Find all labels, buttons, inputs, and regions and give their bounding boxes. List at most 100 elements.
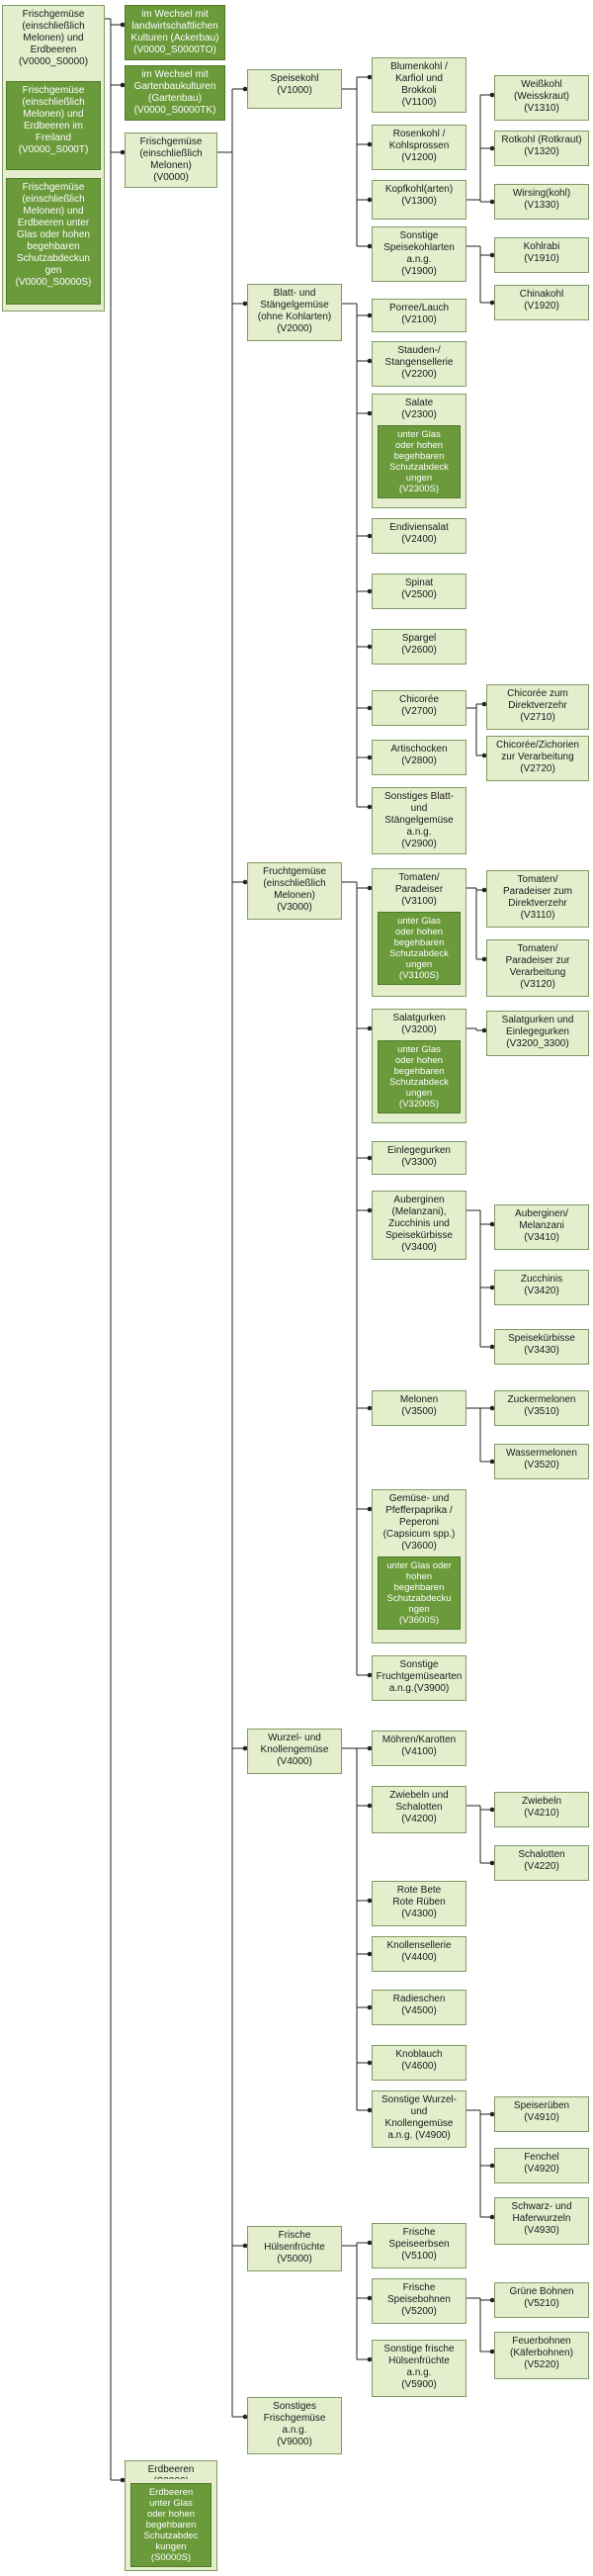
connector-dot	[489, 2214, 495, 2220]
node-v4300[interactable]: Rote Bete Rote Rüben (V4300)	[372, 1881, 466, 1926]
node-v2720-label: Chicorée/Zichorien zur Verarbeitung (V27…	[496, 740, 579, 774]
node-v3100[interactable]: Tomaten/ Paradeiser (V3100)unter Glas od…	[372, 868, 466, 997]
node-root-glas[interactable]: Frischgemüse (einschließlich Melonen) un…	[6, 178, 101, 305]
node-v3510[interactable]: Zuckermelonen (V3510)	[494, 1390, 589, 1426]
connector-dot	[120, 82, 126, 88]
connector-dot	[242, 2243, 248, 2249]
node-v2300[interactable]: Salate (V2300)unter Glas oder hohen bege…	[372, 394, 466, 508]
node-v4210-label: Zwiebeln (V4210)	[521, 1796, 562, 1819]
node-v2500[interactable]: Spinat (V2500)	[372, 574, 466, 609]
node-wechsel-garten[interactable]: im Wechsel mit Gartenbaukulturen (Garten…	[125, 65, 225, 121]
node-v4200[interactable]: Zwiebeln und Schalotten (V4200)	[372, 1786, 466, 1833]
node-v1330[interactable]: Wirsing(kohl) (V1330)	[494, 184, 589, 220]
node-v0000[interactable]: Frischgemüse (einschließlich Melonen) (V…	[125, 133, 217, 188]
connector-dot	[489, 1405, 495, 1411]
node-v3300[interactable]: Einlegegurken (V3300)	[372, 1141, 466, 1175]
node-v4100[interactable]: Möhren/Karotten (V4100)	[372, 1731, 466, 1766]
node-v2900[interactable]: Sonstiges Blatt- und Stängelgemüse a.n.g…	[372, 787, 466, 854]
node-v3600[interactable]: Gemüse- und Pfefferpaprika / Peperoni (C…	[372, 1489, 466, 1643]
connector-dot	[120, 149, 126, 155]
node-v4500[interactable]: Radieschen (V4500)	[372, 1990, 466, 2025]
node-v3400[interactable]: Auberginen (Melanzani), Zucchinis und Sp…	[372, 1191, 466, 1260]
node-v1100[interactable]: Blumenkohl / Karfiol und Brokkoli (V1100…	[372, 57, 466, 113]
node-v3120[interactable]: Tomaten/ Paradeiser zur Verarbeitung (V3…	[486, 939, 589, 997]
node-v5900[interactable]: Sonstige frische Hülsenfrüchte a.n.g. (V…	[372, 2340, 466, 2397]
node-v4920-label: Fenchel (V4920)	[524, 2152, 559, 2175]
node-wechsel-garten-label: im Wechsel mit Gartenbaukulturen (Garten…	[133, 69, 216, 116]
node-v3520[interactable]: Wassermelonen (V3520)	[494, 1444, 589, 1479]
node-v5000-label: Frische Hülsenfrüchte (V5000)	[264, 2230, 325, 2265]
connector-dot	[367, 1506, 373, 1512]
node-v4400[interactable]: Knollensellerie (V4400)	[372, 1936, 466, 1972]
node-wechsel-acker[interactable]: im Wechsel mit landwirtschaftlichen Kult…	[125, 5, 225, 60]
node-v2000[interactable]: Blatt- und Stängelgemüse (ohne Kohlarten…	[247, 284, 342, 341]
node-v1320[interactable]: Rotkohl (Rotkraut) (V1320)	[494, 131, 589, 166]
node-v4900[interactable]: Sonstige Wurzel- und Knollengemüse a.n.g…	[372, 2090, 466, 2148]
node-v4200-label: Zwiebeln und Schalotten (V4200)	[389, 1790, 449, 1824]
node-v4210[interactable]: Zwiebeln (V4210)	[494, 1792, 589, 1827]
connector-dot	[367, 588, 373, 594]
connector-dot	[481, 887, 487, 893]
node-v4900-label: Sonstige Wurzel- und Knollengemüse a.n.g…	[381, 2094, 457, 2141]
connector-dot	[481, 701, 487, 707]
node-v1200[interactable]: Rosenkohl / Kohlsprossen (V1200)	[372, 125, 466, 170]
node-v5000[interactable]: Frische Hülsenfrüchte (V5000)	[247, 2226, 342, 2271]
node-v3500-label: Melonen (V3500)	[399, 1394, 439, 1417]
node-v1920[interactable]: Chinakohl (V1920)	[494, 285, 589, 320]
connector-dot	[367, 141, 373, 147]
node-v3900[interactable]: Sonstige Fruchtgemüsearten a.n.g.(V3900)	[372, 1655, 466, 1701]
node-v2710-label: Chicorée zum Direktverzehr (V2710)	[507, 688, 568, 723]
node-v4220[interactable]: Schalotten (V4220)	[494, 1845, 589, 1881]
node-v3410-label: Auberginen/ Melanzani (V3410)	[515, 1208, 568, 1243]
node-v2200-stauden[interactable]: Stauden-/ Stangensellerie (V2200)	[372, 341, 466, 387]
connector-dot	[367, 644, 373, 650]
node-v2400-label: Endiviensalat (V2400)	[389, 522, 449, 545]
node-v2200-stauden-label: Stauden-/ Stangensellerie (V2200)	[384, 345, 454, 380]
node-v3500[interactable]: Melonen (V3500)	[372, 1390, 466, 1426]
node-v5100[interactable]: Frische Speiseerbsen (V5100)	[372, 2223, 466, 2268]
node-v2710[interactable]: Chicorée zum Direktverzehr (V2710)	[486, 684, 589, 730]
node-v3200[interactable]: Salatgurken (V3200)unter Glas oder hohen…	[372, 1009, 466, 1123]
node-v3410[interactable]: Auberginen/ Melanzani (V3410)	[494, 1204, 589, 1250]
connector-dot	[242, 86, 248, 92]
node-v1300[interactable]: Kopfkohl(arten) (V1300)	[372, 180, 466, 220]
node-v2400[interactable]: Endiviensalat (V2400)	[372, 518, 466, 554]
node-v5210[interactable]: Grüne Bohnen (V5210)	[494, 2282, 589, 2318]
node-s0000[interactable]: Erdbeeren (S0000) Erdbeeren unter Glas o…	[125, 2460, 217, 2571]
node-v3200-3300[interactable]: Salatgurken und Einlegegurken (V3200_330…	[486, 1011, 589, 1056]
node-v1300-label: Kopfkohl(arten) (V1300)	[384, 184, 454, 207]
connector-dot	[242, 879, 248, 885]
node-v4000[interactable]: Wurzel- und Knollengemüse (V4000)	[247, 1729, 342, 1774]
node-v4930[interactable]: Schwarz- und Haferwurzeln (V4930)	[494, 2197, 589, 2245]
connector-dot	[489, 2349, 495, 2354]
connector-dot	[367, 804, 373, 810]
node-v1000[interactable]: Speisekohl (V1000)	[247, 69, 342, 109]
connector-dot	[489, 1285, 495, 1290]
node-v3000[interactable]: Fruchtgemüse (einschließlich Melonen) (V…	[247, 862, 342, 920]
node-v1900[interactable]: Sonstige Speisekohlarten a.n.g. (V1900)	[372, 226, 466, 282]
node-v2600[interactable]: Spargel (V2600)	[372, 629, 466, 665]
node-v2720[interactable]: Chicorée/Zichorien zur Verarbeitung (V27…	[486, 736, 589, 781]
connector-dot	[367, 74, 373, 80]
node-v3110[interactable]: Tomaten/ Paradeiser zum Direktverzehr (V…	[486, 870, 589, 928]
node-v4600[interactable]: Knoblauch (V4600)	[372, 2045, 466, 2081]
node-v1910[interactable]: Kohlrabi (V1910)	[494, 237, 589, 273]
node-v2800[interactable]: Artischocken (V2800)	[372, 740, 466, 775]
node-v5200[interactable]: Frische Speisebohnen (V5200)	[372, 2278, 466, 2324]
node-v4910[interactable]: Speiserüben (V4910)	[494, 2096, 589, 2132]
node-v4400-label: Knollensellerie (V4400)	[386, 1940, 452, 1963]
connector-dot	[242, 2414, 248, 2420]
node-v4220-label: Schalotten (V4220)	[518, 1849, 565, 1872]
node-v2700[interactable]: Chicorée (V2700)	[372, 690, 466, 726]
node-v9000[interactable]: Sonstiges Frischgemüse a.n.g. (V9000)	[247, 2397, 342, 2454]
connector-dot	[367, 1745, 373, 1751]
node-v4920[interactable]: Fenchel (V4920)	[494, 2148, 589, 2183]
node-v3430[interactable]: Speisekürbisse (V3430)	[494, 1329, 589, 1365]
node-v1310[interactable]: Weißkohl (Weisskraut) (V1310)	[494, 75, 589, 121]
connector-dot	[367, 410, 373, 416]
connector-dot	[367, 197, 373, 203]
node-v5220[interactable]: Feuerbohnen (Käferbohnen) (V5220)	[494, 2332, 589, 2379]
node-v2100[interactable]: Porree/Lauch (V2100)	[372, 299, 466, 332]
node-v3420[interactable]: Zucchinis (V3420)	[494, 1270, 589, 1305]
node-root-freiland[interactable]: Frischgemüse (einschließlich Melonen) un…	[6, 81, 101, 170]
